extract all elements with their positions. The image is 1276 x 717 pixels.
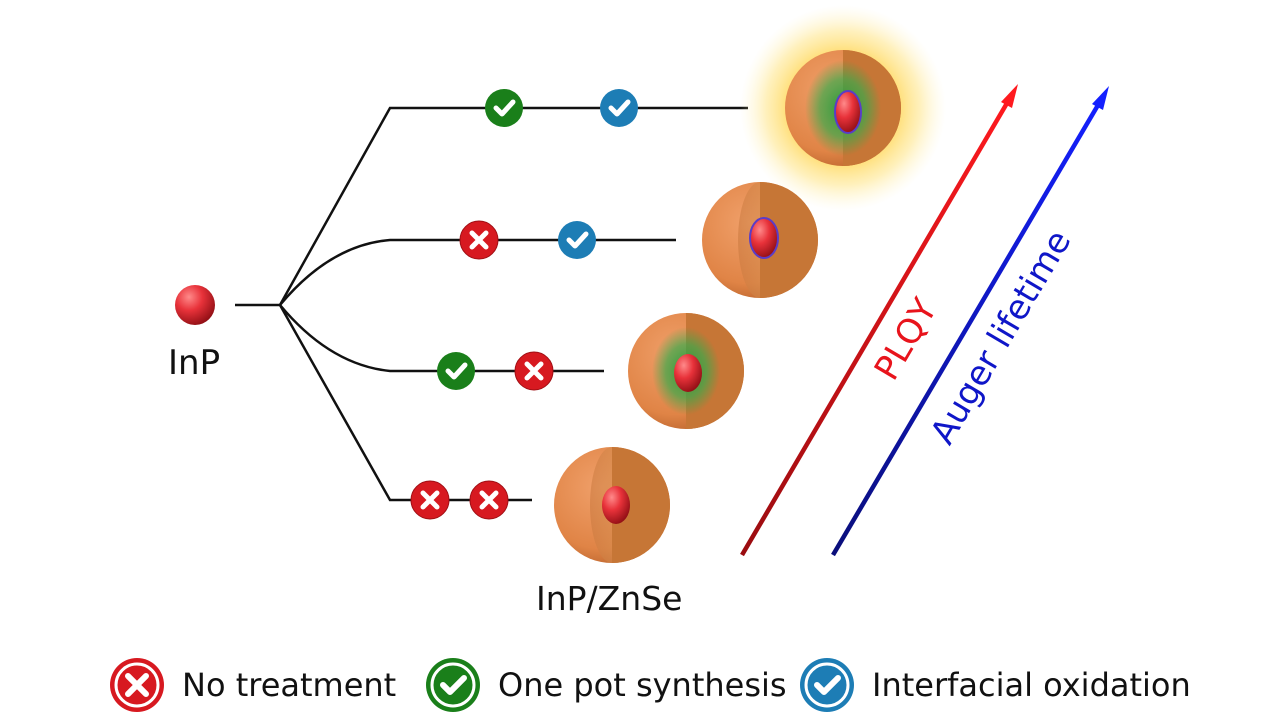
legend-item-interfacial-oxidation: Interfacial oxidation <box>800 658 1191 712</box>
branch-tree <box>235 106 748 502</box>
cross-icon <box>110 658 164 712</box>
legend-label-one-pot-synthesis: One pot synthesis <box>498 666 787 704</box>
branch2-oxidation-check-icon <box>558 221 596 259</box>
branch3-one-pot-check-icon <box>437 352 475 390</box>
branch4-no-treatment-cross-icon <box>411 481 449 519</box>
legend-item-no-treatment: No treatment <box>110 658 396 712</box>
branch4-no-treatment-cross-icon-2 <box>470 481 508 519</box>
branch3-no-treatment-cross-icon <box>515 352 553 390</box>
branch1-oxidation-check-icon <box>600 89 638 127</box>
particle-oxidized-interface <box>702 182 818 298</box>
inp-core-particle <box>175 285 215 325</box>
inp-znse-label: InP/ZnSe <box>536 579 683 618</box>
particle-plain-core-shell <box>554 447 670 563</box>
inp-label: InP <box>168 343 221 383</box>
branch2-no-treatment-cross-icon <box>460 221 498 259</box>
branch1-one-pot-check-icon <box>485 89 523 127</box>
check-icon <box>800 658 854 712</box>
legend-label-no-treatment: No treatment <box>182 666 397 704</box>
particle-gradient-shell <box>628 313 744 429</box>
legend-label-interfacial-oxidation: Interfacial oxidation <box>872 666 1191 704</box>
plqy-arrow <box>740 84 1018 557</box>
check-icon <box>426 658 480 712</box>
legend-item-one-pot-synthesis: One pot synthesis <box>426 658 787 712</box>
auger-arrow <box>831 86 1109 557</box>
particle-oxidized-gradient-shell <box>740 5 946 211</box>
